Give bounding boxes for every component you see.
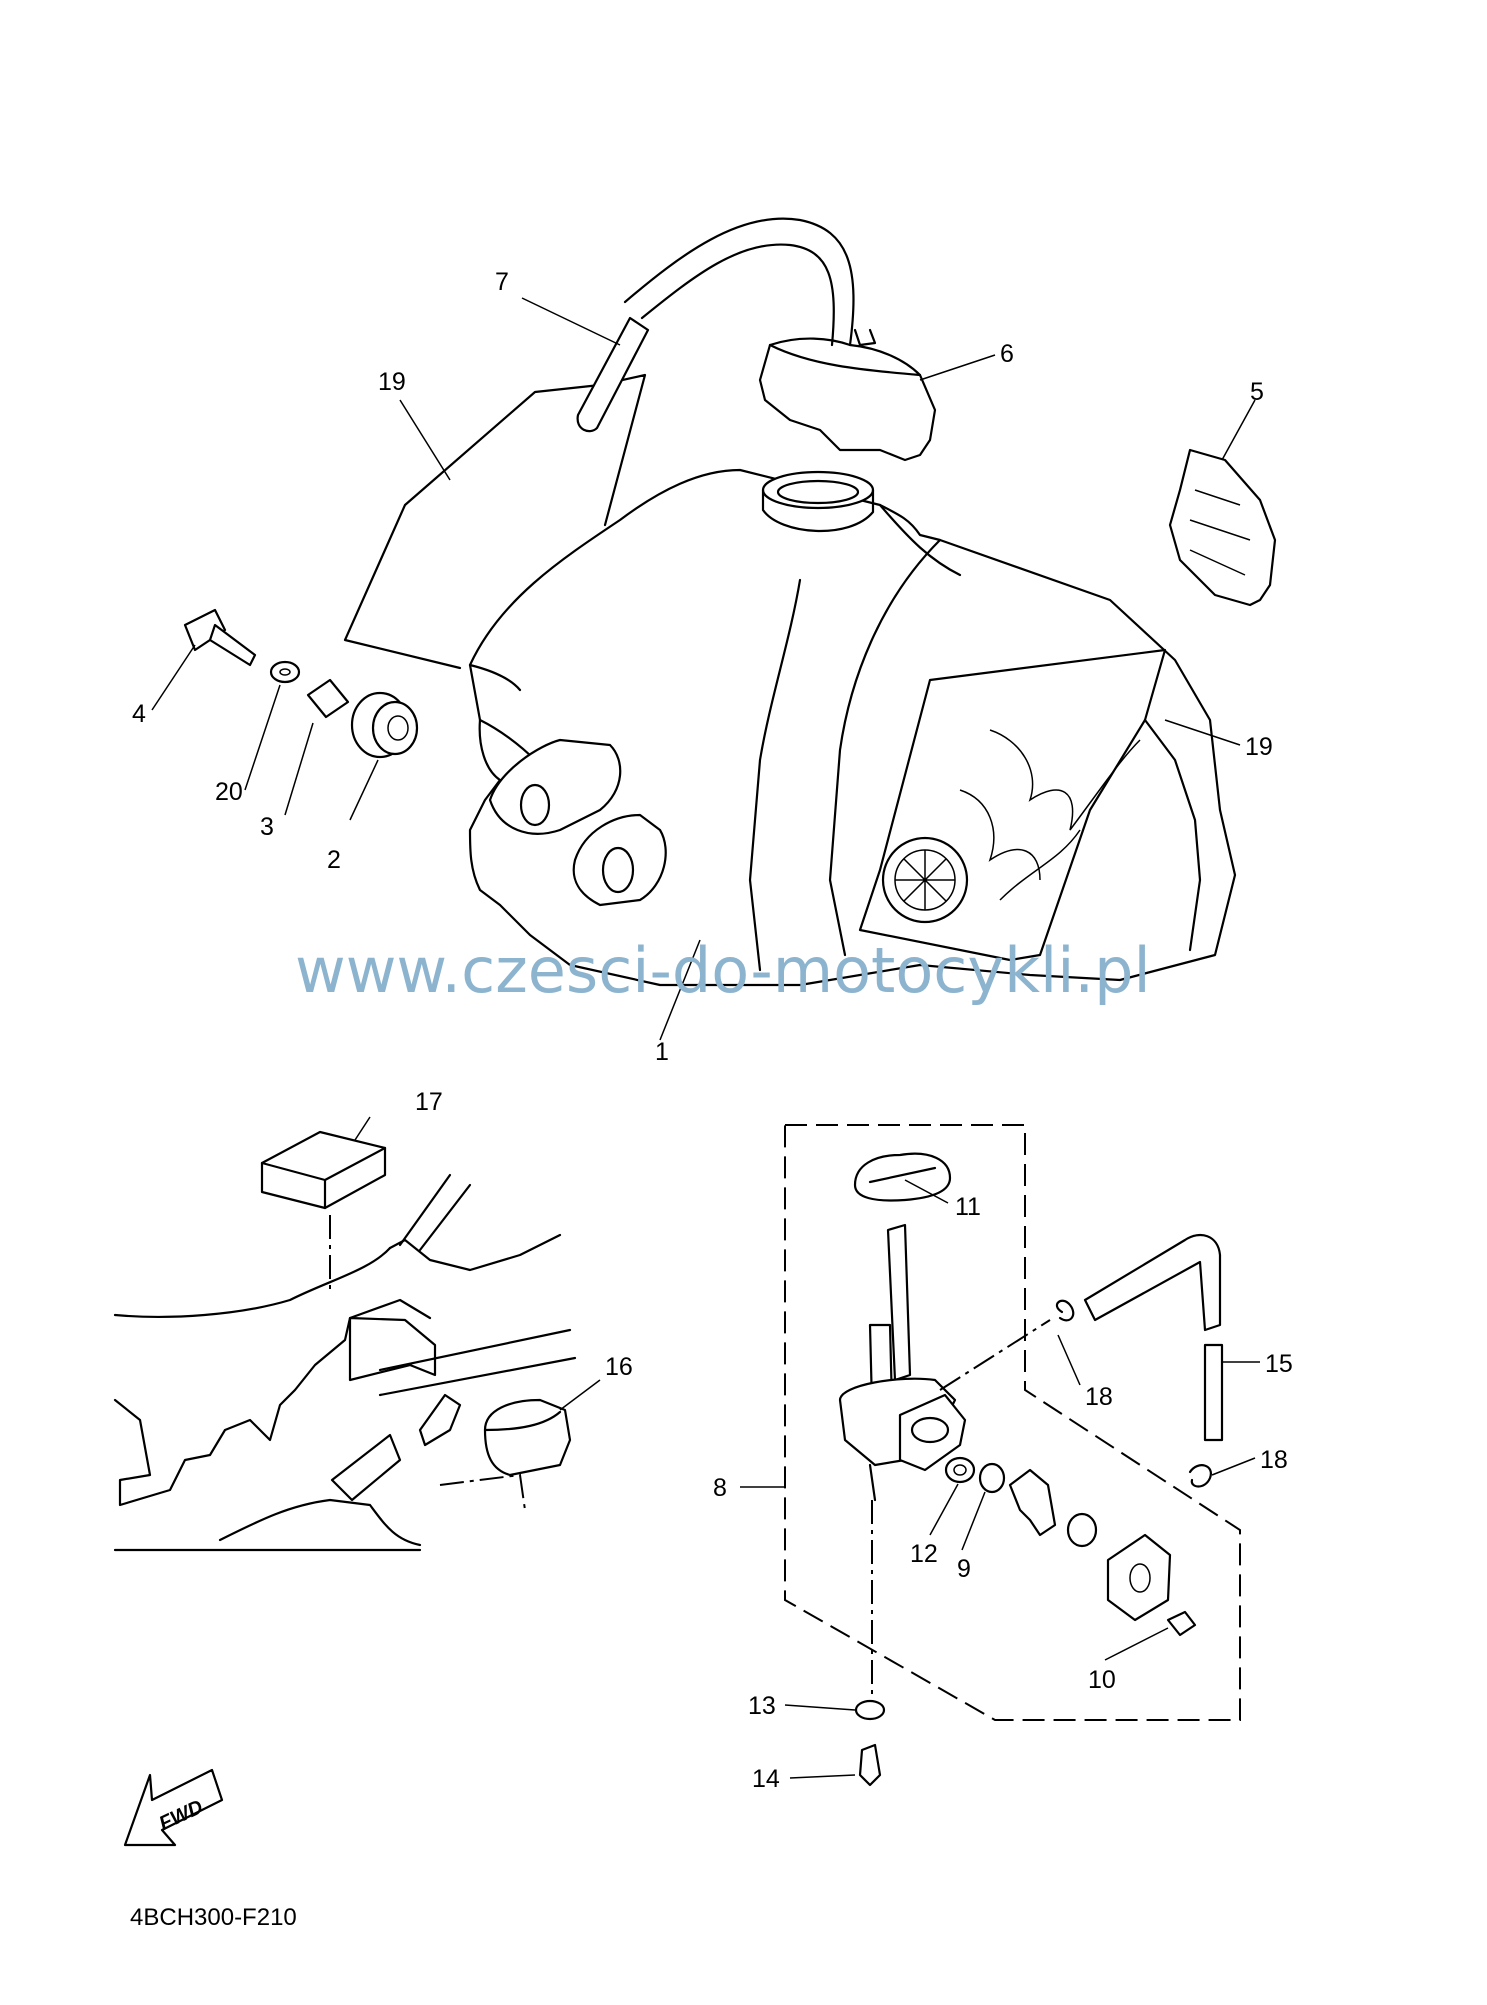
frame-section bbox=[113, 1173, 577, 1552]
washer-13 bbox=[854, 1699, 886, 1721]
label-8: 8 bbox=[713, 1474, 727, 1502]
hose-clip-lower bbox=[1188, 1464, 1212, 1488]
label-15: 15 bbox=[1265, 1350, 1293, 1378]
left-tank-graphic bbox=[343, 373, 647, 670]
leader-lines bbox=[151, 297, 1260, 1779]
o-ring-9 bbox=[978, 1462, 1006, 1494]
label-14: 14 bbox=[752, 1765, 780, 1793]
label-13: 13 bbox=[748, 1692, 776, 1720]
lever bbox=[1008, 1468, 1057, 1537]
label-10: 10 bbox=[1088, 1666, 1116, 1694]
label-19-right: 19 bbox=[1245, 733, 1273, 761]
label-7: 7 bbox=[495, 268, 509, 296]
right-tank-graphic bbox=[858, 648, 1202, 962]
label-17: 17 bbox=[415, 1088, 443, 1116]
diagram-code: 4BCH300-F210 bbox=[130, 1904, 297, 1931]
fuel-hose bbox=[1083, 1233, 1224, 1442]
fuel-cap bbox=[758, 328, 937, 462]
label-2: 2 bbox=[327, 846, 341, 874]
pad-17 bbox=[260, 1130, 387, 1210]
fuel-cock-strainer-gasket bbox=[853, 1152, 952, 1202]
label-16: 16 bbox=[605, 1353, 633, 1381]
label-18-upper: 18 bbox=[1085, 1383, 1113, 1411]
screw-10 bbox=[1166, 1610, 1197, 1637]
label-5: 5 bbox=[1250, 378, 1264, 406]
tank-damper bbox=[1168, 448, 1277, 607]
collar bbox=[306, 678, 350, 719]
cover-plate bbox=[1106, 1533, 1172, 1622]
label-9: 9 bbox=[957, 1555, 971, 1583]
label-19-left: 19 bbox=[378, 368, 406, 396]
hose-clip-upper bbox=[1055, 1299, 1075, 1322]
pad-16 bbox=[483, 1398, 572, 1477]
label-20: 20 bbox=[215, 778, 243, 806]
label-18-lower: 18 bbox=[1260, 1446, 1288, 1474]
screw-14 bbox=[858, 1743, 882, 1787]
label-3: 3 bbox=[260, 813, 274, 841]
label-11: 11 bbox=[955, 1193, 981, 1221]
washer bbox=[269, 660, 301, 684]
bolt bbox=[183, 608, 257, 667]
fuel-cock bbox=[838, 1223, 967, 1502]
watermark: www.czesci-do-motocykli.pl bbox=[295, 934, 1151, 1007]
label-6: 6 bbox=[1000, 340, 1014, 368]
fwd-arrow-icon: FWD bbox=[123, 1768, 224, 1847]
label-1: 1 bbox=[655, 1038, 669, 1066]
grommet bbox=[350, 691, 419, 759]
o-ring-12 bbox=[944, 1456, 976, 1484]
breather-hose bbox=[576, 217, 855, 433]
packing bbox=[1066, 1512, 1098, 1548]
label-12: 12 bbox=[910, 1540, 938, 1568]
label-4: 4 bbox=[132, 700, 146, 728]
fuel-cock-boundary bbox=[784, 1124, 1241, 1721]
